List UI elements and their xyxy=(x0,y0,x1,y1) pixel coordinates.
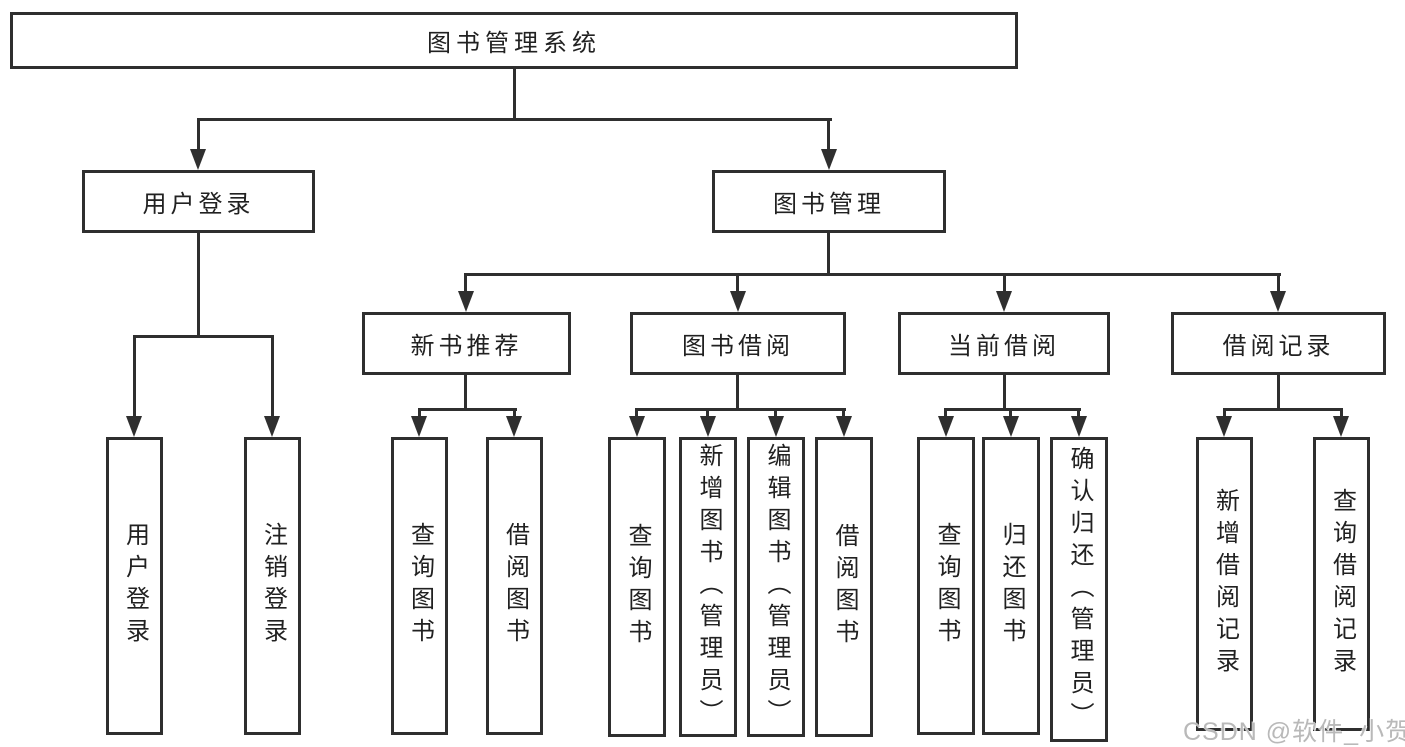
connector-level2-rail xyxy=(197,118,832,121)
node-book-management-label: 图书管理 xyxy=(773,191,885,218)
arrow-down-icon xyxy=(938,416,954,437)
arrow-down-icon xyxy=(126,416,142,437)
leaf-br-query-borrow-record: 查询借阅记录 xyxy=(1313,437,1370,731)
node-borrowing-records-label: 借阅记录 xyxy=(1222,333,1335,360)
connector-current-borrow-drop xyxy=(1003,273,1006,294)
arrow-down-icon xyxy=(190,149,206,170)
connector-g4-stem xyxy=(1277,373,1280,410)
connector-g3-stem xyxy=(1003,373,1006,410)
leaf-br-add-borrow-record: 新增借阅记录 xyxy=(1196,437,1253,731)
leaf-nbr-query-books-label: 查询图书 xyxy=(406,522,434,650)
arrow-down-icon xyxy=(768,416,784,437)
connector-leaf-logout-drop xyxy=(271,335,274,419)
leaf-cb-return-books: 归还图书 xyxy=(982,437,1040,735)
connector-new-book-drop xyxy=(464,273,467,294)
node-root: 图书管理系统 xyxy=(10,12,1018,69)
connector-book-borrow-drop xyxy=(736,273,739,294)
leaf-bb-borrow-books-label: 借阅图书 xyxy=(831,523,858,651)
arrow-down-icon xyxy=(264,416,280,437)
connector-g4-leaf1-drop xyxy=(1223,408,1226,420)
node-new-book-recommend: 新书推荐 xyxy=(362,312,571,375)
leaf-nbr-borrow-books-label: 借阅图书 xyxy=(501,522,529,650)
leaf-cb-query-books: 查询图书 xyxy=(917,437,975,735)
connector-g3-rail xyxy=(944,408,1081,411)
leaf-bb-edit-books-admin: 编辑图书（管理员） xyxy=(747,437,805,737)
leaf-br-query-borrow-record-label: 查询借阅记录 xyxy=(1328,488,1356,680)
node-user-login-label: 用户登录 xyxy=(142,191,255,218)
node-borrowing-records: 借阅记录 xyxy=(1171,312,1386,375)
arrow-down-icon xyxy=(506,416,522,437)
leaf-logout: 注销登录 xyxy=(244,437,301,735)
connector-g2-leaf4-drop xyxy=(842,408,845,420)
node-book-borrowing: 图书借阅 xyxy=(630,312,846,375)
arrow-down-icon xyxy=(411,416,427,437)
leaf-br-add-borrow-record-label: 新增借阅记录 xyxy=(1211,488,1239,680)
connector-g3-leaf3-drop xyxy=(1077,408,1080,420)
leaf-cb-confirm-return-admin-label: 确认归还（管理员） xyxy=(1066,445,1093,734)
leaf-cb-query-books-label: 查询图书 xyxy=(933,522,960,650)
arrow-down-icon xyxy=(458,291,474,312)
arrow-down-icon xyxy=(996,291,1012,312)
leaf-nbr-borrow-books: 借阅图书 xyxy=(486,437,543,735)
connector-g2-leaf1-drop xyxy=(635,408,638,420)
leaf-bb-borrow-books: 借阅图书 xyxy=(815,437,873,737)
connector-g2-leaf2-drop xyxy=(706,408,709,420)
node-current-borrowing-label: 当前借阅 xyxy=(948,333,1060,360)
node-user-login: 用户登录 xyxy=(82,170,315,233)
leaf-logout-label: 注销登录 xyxy=(259,522,287,650)
connector-g3-leaf2-drop xyxy=(1009,408,1012,420)
arrow-down-icon xyxy=(1071,416,1087,437)
leaf-cb-return-books-label: 归还图书 xyxy=(998,522,1025,650)
arrow-down-icon xyxy=(1003,416,1019,437)
connector-book-mgmt-drop xyxy=(827,118,830,152)
arrow-down-icon xyxy=(730,291,746,312)
arrow-down-icon xyxy=(629,416,645,437)
arrow-down-icon xyxy=(821,149,837,170)
node-new-book-recommend-label: 新书推荐 xyxy=(410,333,523,360)
arrow-down-icon xyxy=(836,416,852,437)
connector-g2-stem xyxy=(736,373,739,410)
connector-root-stem xyxy=(513,67,516,118)
connector-user-login-drop xyxy=(197,118,200,152)
connector-g1-leaf2-drop xyxy=(513,408,516,420)
arrow-down-icon xyxy=(1216,416,1232,437)
leaf-cb-confirm-return-admin: 确认归还（管理员） xyxy=(1050,437,1108,742)
csdn-watermark: CSDN @软件_小贺同学 xyxy=(1183,718,1405,746)
connector-g3-leaf1-drop xyxy=(944,408,947,420)
node-current-borrowing: 当前借阅 xyxy=(898,312,1110,375)
connector-user-login-rail xyxy=(133,335,274,338)
connector-g4-leaf2-drop xyxy=(1340,408,1343,420)
connector-g2-leaf3-drop xyxy=(774,408,777,420)
connector-g4-rail xyxy=(1223,408,1343,411)
connector-g2-rail xyxy=(635,408,846,411)
leaf-bb-edit-books-admin-label: 编辑图书（管理员） xyxy=(763,443,790,731)
leaf-bb-query-books-label: 查询图书 xyxy=(624,523,651,651)
leaf-nbr-query-books: 查询图书 xyxy=(391,437,448,735)
connector-book-mgmt-stem xyxy=(827,231,830,275)
connector-level3-rail xyxy=(464,273,1281,276)
node-book-management: 图书管理 xyxy=(712,170,946,233)
leaf-bb-add-books-admin-label: 新增图书（管理员） xyxy=(695,443,722,731)
connector-leaf-login-drop xyxy=(133,335,136,419)
leaf-user-login-label: 用户登录 xyxy=(121,522,149,650)
connector-g1-stem xyxy=(464,373,467,410)
leaf-user-login: 用户登录 xyxy=(106,437,163,735)
leaf-bb-query-books: 查询图书 xyxy=(608,437,666,737)
connector-g1-rail xyxy=(418,408,517,411)
arrow-down-icon xyxy=(700,416,716,437)
connector-user-login-stem xyxy=(197,231,200,337)
node-book-borrowing-label: 图书借阅 xyxy=(682,333,794,360)
node-root-label: 图书管理系统 xyxy=(427,30,601,57)
connector-borrow-record-drop xyxy=(1277,273,1280,294)
leaf-bb-add-books-admin: 新增图书（管理员） xyxy=(679,437,737,737)
arrow-down-icon xyxy=(1333,416,1349,437)
arrow-down-icon xyxy=(1270,291,1286,312)
connector-g1-leaf1-drop xyxy=(418,408,421,420)
